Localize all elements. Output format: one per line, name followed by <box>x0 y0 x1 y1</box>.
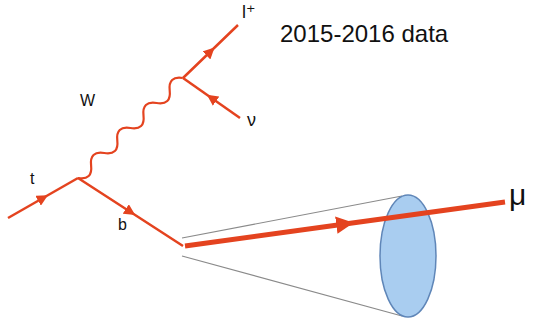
jet-cone <box>182 196 402 316</box>
w-boson-line <box>78 78 183 179</box>
neutrino-line <box>183 78 240 118</box>
particle-label: μ <box>509 178 526 213</box>
muon-line <box>185 202 505 246</box>
particle-label: b <box>118 216 127 234</box>
particle-label: ν <box>247 110 256 131</box>
particle-label: t <box>30 170 34 188</box>
particle-label: W <box>80 92 95 110</box>
dataset-note: 2015-2016 data <box>280 20 448 48</box>
particle-label: l⁺ <box>242 2 256 23</box>
lepton-line <box>183 25 238 78</box>
b-quark-line <box>78 178 183 246</box>
top-quark-line <box>8 178 78 218</box>
